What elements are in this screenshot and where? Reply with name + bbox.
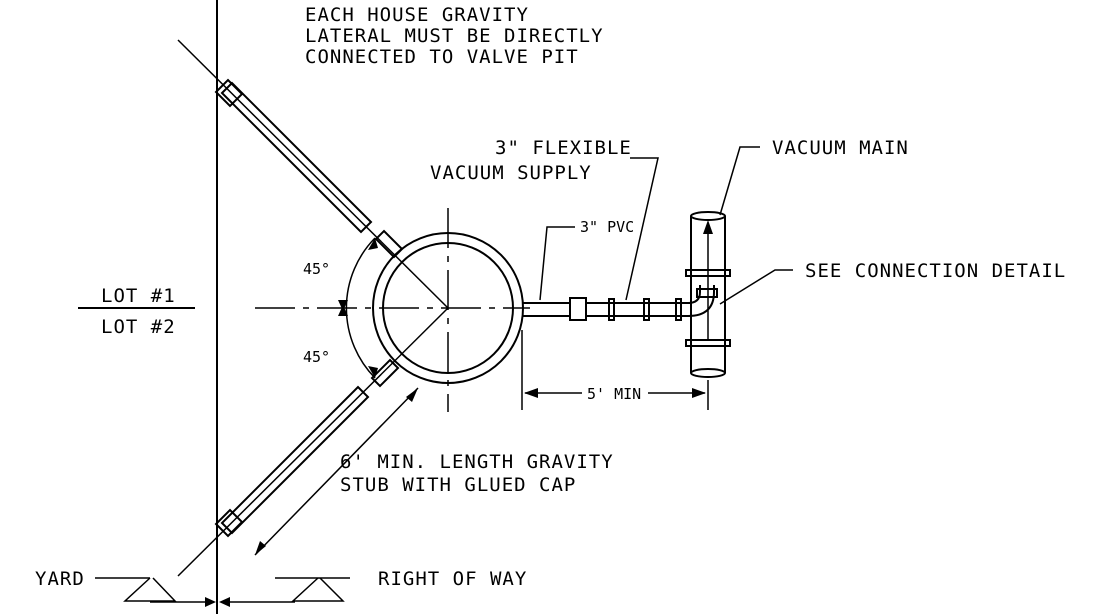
- vacuum-main: [685, 211, 731, 378]
- lateral-note-line3: CONNECTED TO VALVE PIT: [305, 46, 579, 68]
- lot-2-label: LOT #2: [101, 316, 176, 338]
- flexible-note-line1: 3" FLEXIBLE: [495, 137, 632, 159]
- angle-bottom-label: 45°: [303, 348, 330, 366]
- angle-dimension: [338, 237, 378, 379]
- pvc-label: 3" PVC: [580, 218, 634, 236]
- connection-detail-label: SEE CONNECTION DETAIL: [805, 260, 1066, 282]
- right-of-way-label: RIGHT OF WAY: [378, 568, 527, 590]
- supply-pipe: [522, 285, 718, 321]
- min-distance-label: 5' MIN: [587, 385, 641, 403]
- break-line: [95, 577, 350, 607]
- leaders: [254, 146, 793, 556]
- stub-note-line2: STUB WITH GLUED CAP: [340, 474, 576, 496]
- lateral-note-line2: LATERAL MUST BE DIRECTLY: [305, 25, 604, 47]
- upper-gravity-lateral: [177, 39, 449, 309]
- min-distance-dimension: [521, 330, 709, 410]
- flexible-note-line2: VACUUM SUPPLY: [430, 162, 592, 184]
- angle-top-label: 45°: [303, 260, 330, 278]
- stub-note-line1: 6' MIN. LENGTH GRAVITY: [340, 451, 614, 473]
- vacuum-main-label: VACUUM MAIN: [772, 137, 909, 159]
- lower-gravity-lateral: [177, 307, 449, 577]
- lateral-note-line1: EACH HOUSE GRAVITY: [305, 4, 529, 26]
- lot-1-label: LOT #1: [101, 285, 176, 307]
- yard-label: YARD: [35, 568, 85, 590]
